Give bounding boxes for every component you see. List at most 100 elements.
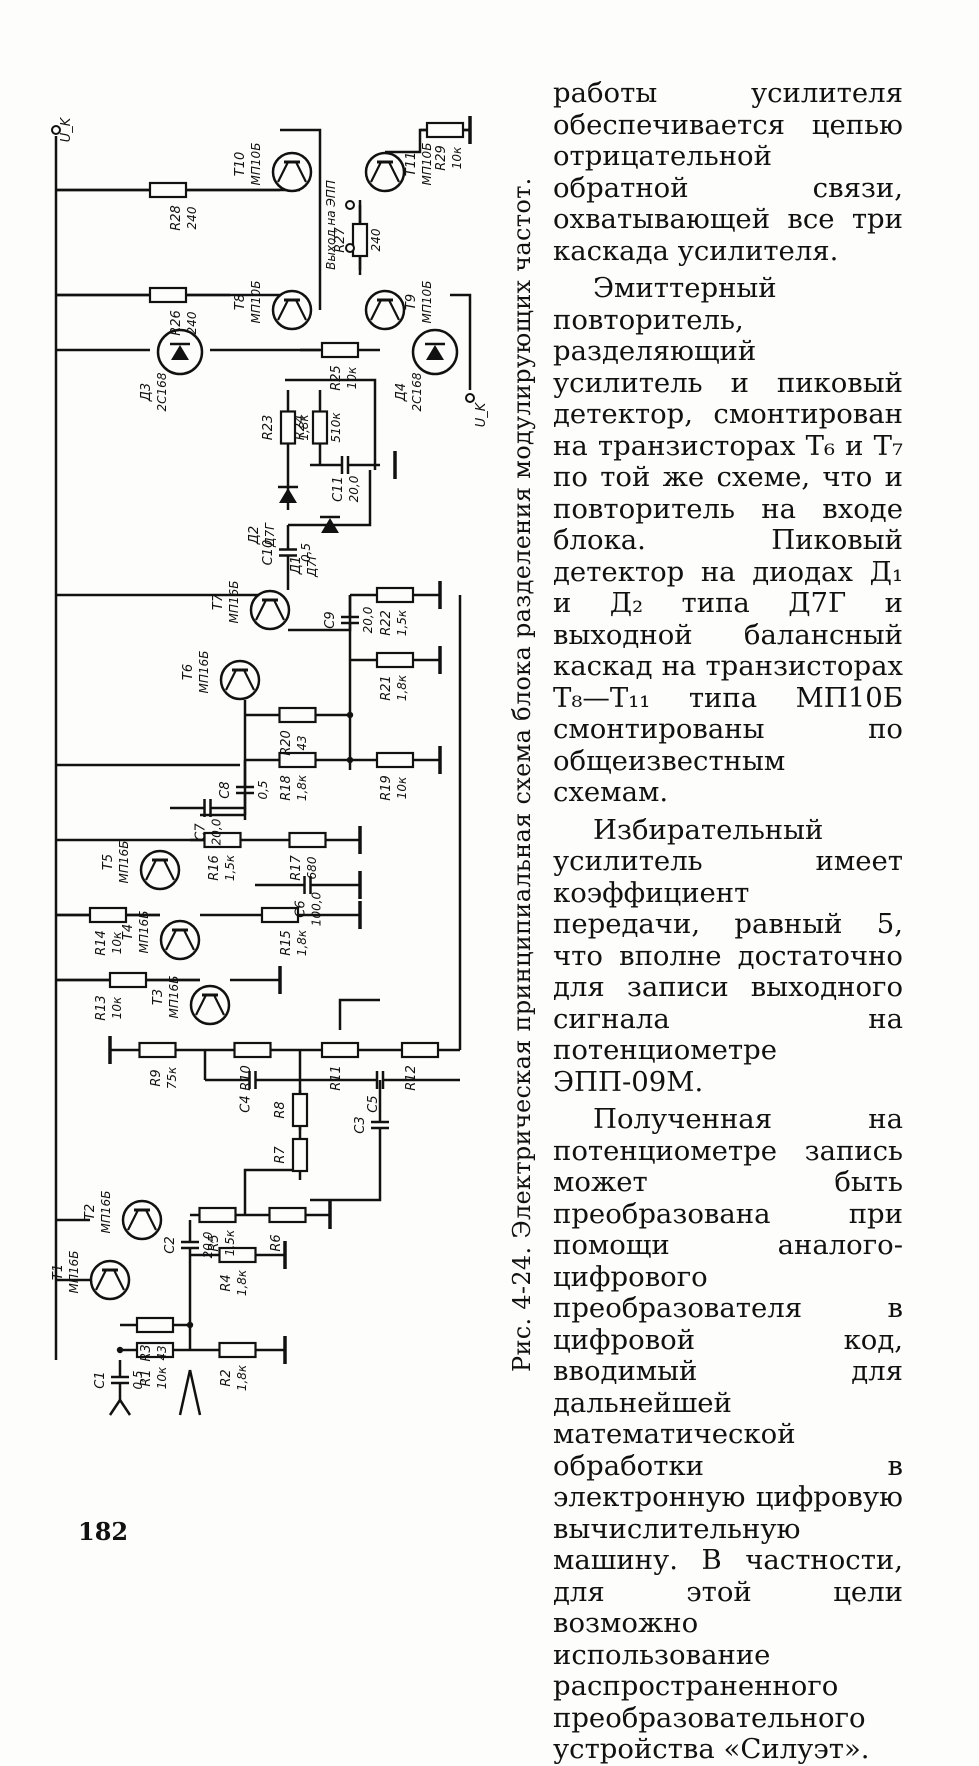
resistor-r13 [108, 971, 148, 989]
transistor-emitter [145, 859, 157, 881]
capacitor-ref-c5: C5 [366, 1095, 381, 1112]
resistor-ref-r10: R10 [239, 1065, 254, 1091]
output-label: Выход на ЭПП [324, 180, 338, 270]
resistor-r6 [268, 1206, 307, 1224]
resistor-value-r4: 1,8к [235, 1269, 249, 1296]
transistor-collector [113, 1269, 125, 1291]
capacitor-ref-c9: C9 [323, 611, 338, 628]
resistor-r28 [148, 181, 188, 199]
supply-plus-label: U_K [474, 401, 489, 427]
capacitor-value-c9: 20,0 [361, 606, 375, 633]
resistor-r19 [375, 751, 415, 769]
diode-д3 [171, 345, 189, 360]
junction-dot [116, 1346, 124, 1354]
paragraph-3: Избирательный усилитель имеет коэффициен… [553, 813, 903, 1098]
resistor-ref-r2: R2 [219, 1369, 234, 1386]
wire [285, 378, 377, 470]
resistor-value-r15: 1,8к [295, 929, 309, 956]
transistor-type-t4: МП16Б [137, 911, 151, 954]
resistor-value-r22: 1,5к [395, 609, 409, 636]
resistor-ref-r3: R3 [139, 1344, 154, 1361]
resistor-value-r26: 240 [185, 311, 199, 334]
capacitor-value-c1: 0,5 [131, 1370, 145, 1389]
resistor-r24 [311, 410, 329, 445]
transistor-emitter [277, 299, 289, 321]
wire [288, 470, 372, 527]
transistor-collector [163, 859, 175, 881]
resistor-r5 [198, 1206, 237, 1224]
transistor-type-t1: МП16Б [67, 1251, 81, 1294]
transistor-type-t9: МП10Б [420, 281, 434, 324]
resistor-r18 [278, 751, 317, 769]
wire [280, 128, 322, 310]
transistor-emitter [370, 299, 382, 321]
paragraph-1: работы усилителя обеспечивается цепью от… [553, 77, 903, 267]
resistor-value-r21: 1,8к [395, 674, 409, 701]
resistor-r16 [203, 831, 242, 849]
transistor-ref-t2: T2 [83, 1204, 98, 1220]
resistor-ref-r15: R15 [279, 930, 294, 956]
resistor-ref-r26: R26 [169, 310, 184, 336]
resistor-r7 [291, 1137, 309, 1173]
transistor-type-t5: МП16Б [117, 841, 131, 884]
diode-ref-д2: Д2 [247, 526, 262, 545]
wire [338, 998, 380, 1030]
paragraph-4: Полученная на потенциометре запись может… [553, 1103, 903, 1765]
terminal [345, 243, 355, 253]
transistor-t8 [271, 289, 313, 331]
transistor-emitter [225, 669, 237, 691]
page-number: 182 [78, 1517, 129, 1546]
resistor-value-r28: 240 [185, 206, 199, 229]
transistor-ref-t8: T8 [233, 294, 248, 310]
resistor-ref-r11: R11 [329, 1065, 344, 1091]
transistor-t10 [271, 151, 313, 193]
resistor-r29 [425, 121, 465, 139]
transistor-type-t11: МП10Б [420, 143, 434, 186]
resistor-ref-r19: R19 [379, 775, 394, 801]
wire [310, 1170, 382, 1202]
transistor-t2 [121, 1199, 163, 1241]
resistor-value-r27: 240 [369, 228, 383, 251]
transistor-ref-t5: T5 [101, 854, 116, 870]
transistor-t5 [139, 849, 181, 891]
diode-д4 [426, 345, 444, 360]
resistor-value-r9: 75к [165, 1066, 179, 1089]
terminal [51, 125, 61, 135]
resistor-ref-r1: R1 [139, 1369, 154, 1386]
resistor-r8 [291, 1092, 309, 1128]
transistor-type-t10: МП10Б [249, 143, 263, 186]
transistor-t9 [364, 289, 406, 331]
capacitor-ref-c4: C4 [239, 1095, 254, 1112]
transistor-collector [388, 299, 400, 321]
resistor-ref-r16: R16 [207, 855, 222, 881]
capacitor-ref-c3: C3 [353, 1116, 368, 1133]
resistor-r4 [218, 1246, 257, 1264]
transistor-ref-t11: T11 [404, 152, 419, 176]
capacitor-ref-c10: C10 [261, 540, 276, 566]
junction-dot [186, 1321, 194, 1329]
transistor-collector [145, 1209, 157, 1231]
transistor-t3 [189, 984, 231, 1026]
resistor-value-r2: 1,8к [235, 1364, 249, 1391]
resistor-ref-r9: R9 [149, 1069, 164, 1086]
resistor-ref-r21: R21 [379, 675, 394, 701]
transistor-emitter [277, 161, 289, 183]
transistor-collector [213, 994, 225, 1016]
junction-dot [346, 756, 354, 764]
resistor-ref-r7: R7 [273, 1146, 288, 1164]
resistor-ref-r17: R17 [289, 854, 304, 880]
wire [288, 595, 352, 632]
resistor-value-r29: 10к [450, 146, 464, 169]
transistor-ref-t1: T1 [51, 1264, 66, 1280]
transistor-t4 [159, 919, 201, 961]
resistor-ref-r24: R24 [293, 415, 308, 441]
resistor-r26 [148, 286, 188, 304]
resistor-value-r14: 10к [110, 931, 124, 954]
resistor-value-r23: 1,8к [297, 414, 311, 441]
resistor-value-r5: 1,5к [223, 1229, 237, 1256]
body-text: работы усилителя обеспечивается цепью от… [553, 77, 903, 1766]
transistor-type-t6: МП16Б [197, 651, 211, 694]
capacitor-ref-c8: C8 [218, 781, 233, 798]
resistor-ref-r23: R23 [261, 415, 276, 441]
resistor-ref-r12: R12 [404, 1065, 419, 1091]
